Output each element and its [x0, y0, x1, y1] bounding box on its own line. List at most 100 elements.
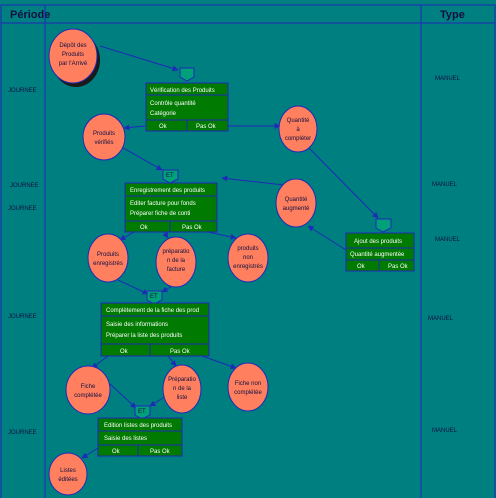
svg-text:Produits: Produits — [97, 252, 119, 258]
arrow-verifies-to-e2 — [117, 144, 163, 171]
type-label: MANUEL — [432, 182, 458, 188]
arrow-compl-to-nonfiche — [201, 355, 237, 370]
box-line: Préparer fiche de conti — [130, 211, 190, 217]
operation-completement: Complètement de la fiche des prod Saisie… — [100, 302, 210, 357]
svg-text:éditées: éditées — [58, 477, 77, 483]
operation-enregistrement: Enregistrement des produits Editer factu… — [124, 182, 218, 233]
arrow-enreg-to-enregistres — [119, 231, 135, 241]
ellipse-depot: Dépôt des Produits par l'Arrivé — [48, 28, 100, 87]
svg-text:Préparatio: Préparatio — [168, 377, 196, 383]
svg-text:Fiche: Fiche — [81, 384, 96, 390]
box-title: Edition listes des produits — [104, 423, 172, 429]
box-ok: Ok — [357, 264, 366, 270]
box-notok: Pas Ok — [170, 349, 191, 355]
arrow-fiche-to-e5 — [109, 383, 137, 409]
box-line: Saisie des listes — [104, 436, 147, 442]
header-periode: Période — [10, 9, 50, 21]
type-label: MANUEL — [432, 428, 458, 434]
arrow-facture-to-e4 — [161, 285, 173, 293]
ellipse-fiche-completee: Fiche complétée — [65, 365, 111, 415]
svg-text:ET: ET — [138, 409, 146, 415]
type-label: MANUEL — [435, 76, 461, 82]
box-notok: Pas Ok — [196, 124, 217, 130]
operation-verification: Vérification des Produits Contrôle quant… — [145, 82, 229, 132]
header-type: Type — [440, 9, 465, 21]
box-line: Préparer la liste des produits — [106, 333, 182, 339]
box-title: Complètement de la fiche des prod — [106, 308, 199, 314]
event-e2: ET — [162, 169, 179, 184]
arrow-enregistres-to-e4 — [117, 279, 149, 295]
periode-label: JOURNEE — [8, 88, 37, 94]
type-label: MANUEL — [428, 316, 454, 322]
box-notok: Pas Ok — [150, 449, 171, 455]
event-e4: ET — [146, 290, 163, 305]
svg-text:complétée: complétée — [234, 390, 262, 396]
periode-label: JOURNEE — [8, 206, 37, 212]
ellipse-listes-editees: Listes éditées — [48, 452, 88, 496]
box-notok: Pas Ok — [182, 225, 203, 231]
box-ok: Ok — [112, 449, 121, 455]
box-line: Editer facture pour fonds — [130, 201, 196, 207]
box-line: Catégorie — [150, 111, 177, 117]
svg-text:préparatio: préparatio — [162, 249, 190, 255]
svg-text:Dépôt des: Dépôt des — [59, 43, 86, 49]
box-title: Vérification des Produits — [150, 88, 215, 94]
svg-text:augmenté: augmenté — [283, 206, 310, 212]
arrow-enreg-to-nonenreg — [207, 231, 237, 240]
type-label: MANUEL — [435, 237, 461, 243]
ellipse-preparation-liste: Préparatio n de la liste — [162, 364, 202, 414]
ellipse-produits-verifies: Produits vérifiés — [82, 113, 126, 161]
periode-label: JOURNEE — [8, 314, 37, 320]
svg-text:ET: ET — [166, 173, 174, 179]
svg-text:Produits: Produits — [93, 131, 115, 137]
arrow-liste-to-e5 — [149, 395, 167, 407]
arrow-compl-to-fiche — [91, 355, 109, 369]
arrow-ajout-to-augmente — [307, 225, 347, 251]
arrow-augmente-to-e2 — [221, 175, 285, 186]
periode-label: JOURNEE — [8, 430, 37, 436]
arrow-completer-to-e3 — [305, 144, 379, 219]
box-notok: Pas Ok — [388, 264, 409, 270]
arrow-compl-to-liste — [167, 355, 177, 367]
svg-text:enregistrés: enregistrés — [93, 261, 123, 267]
box-ok: Ok — [120, 349, 129, 355]
operation-ajout: Ajout des produits Quantité augmentée Ok… — [345, 232, 415, 272]
event-e5: ET — [134, 405, 151, 420]
ellipse-quantite-completer: Quantité à compléter — [278, 105, 318, 153]
svg-text:liste: liste — [177, 395, 188, 401]
ellipse-fiche-non-completee: Fiche non complétée — [227, 362, 269, 412]
svg-text:Quantité: Quantité — [287, 118, 310, 124]
svg-text:Listes: Listes — [60, 468, 76, 474]
event-e1 — [179, 67, 195, 82]
box-title: Ajout des produits — [354, 239, 402, 245]
box-line: Saisie des informations — [106, 322, 168, 328]
connectors — [81, 45, 379, 459]
svg-text:non: non — [243, 255, 253, 261]
svg-text:produits: produits — [237, 246, 258, 252]
svg-text:n de la: n de la — [173, 386, 192, 392]
arrow-verif-to-verifies — [123, 124, 146, 131]
svg-text:facture: facture — [167, 267, 186, 273]
svg-text:à: à — [296, 127, 300, 133]
event-e3 — [375, 218, 392, 233]
box-ok: Ok — [159, 124, 168, 130]
arrow-edition-to-listes — [81, 447, 99, 459]
svg-text:complétée: complétée — [74, 393, 102, 399]
ellipse-produits-non-enregistres: produits non enregistrés — [227, 233, 269, 283]
ellipse-produits-enregistres: Produits enregistrés — [87, 233, 129, 283]
svg-text:Fiche non: Fiche non — [235, 381, 261, 387]
ellipse-preparation-facture: préparatio n de la facture — [155, 236, 197, 288]
arrow-enreg-to-facture — [162, 231, 169, 239]
operation-edition: Edition listes des produits Saisie des l… — [97, 417, 183, 457]
box-line: Quantité augmentée — [350, 252, 405, 258]
svg-text:Quantité: Quantité — [285, 197, 308, 203]
box-ok: Ok — [140, 225, 149, 231]
svg-text:vérifiés: vérifiés — [94, 140, 113, 146]
periode-label: JOURNEE — [10, 183, 39, 189]
svg-text:enregistrés: enregistrés — [233, 264, 263, 270]
box-title: Enregistrement des produits — [130, 188, 205, 194]
svg-text:Produits: Produits — [62, 52, 84, 58]
arrow-depot-to-e1 — [99, 45, 179, 72]
svg-text:compléter: compléter — [285, 136, 311, 142]
